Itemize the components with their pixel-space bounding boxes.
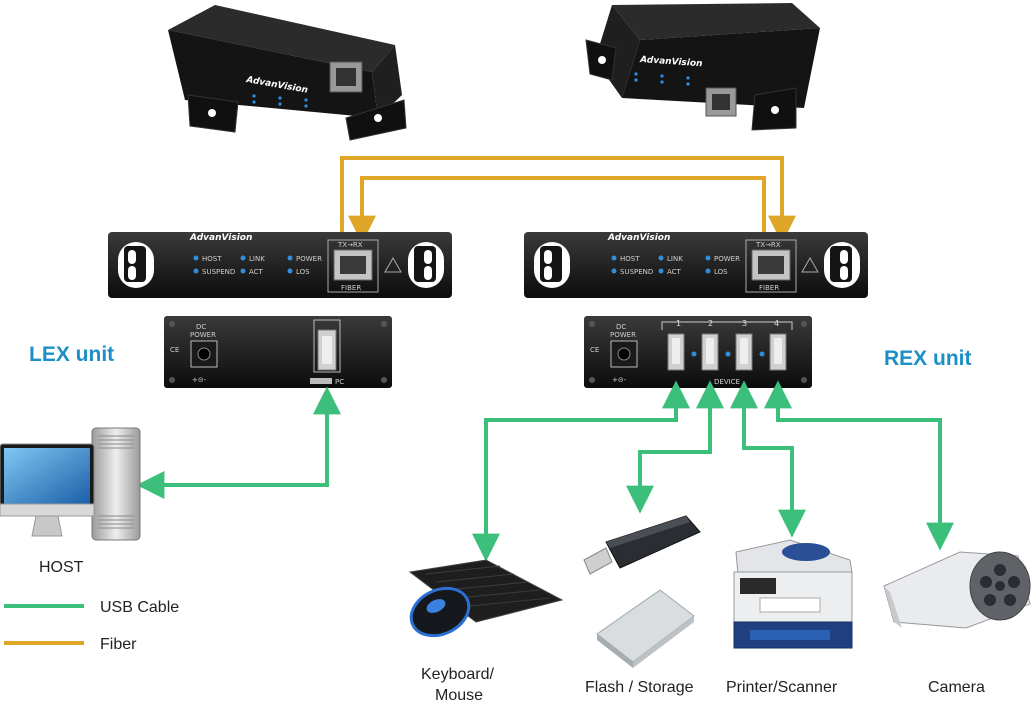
rex-led-link: LINK bbox=[667, 255, 683, 263]
lex-dc-label: DC bbox=[196, 323, 206, 331]
svg-text:AdvanVision: AdvanVision bbox=[639, 55, 703, 69]
rex-unit-iso: AdvanVision bbox=[585, 3, 820, 131]
lex-led-host: HOST bbox=[202, 255, 222, 263]
rex-led-los: LOS bbox=[714, 268, 728, 276]
rex-device-label: DEVICE bbox=[714, 378, 740, 386]
lex-led-power: POWER bbox=[296, 255, 322, 263]
camera-label: Camera bbox=[928, 679, 985, 696]
rex-unit-title: REX unit bbox=[884, 347, 972, 370]
host-computer-icon bbox=[0, 427, 141, 541]
lex-led-suspend: SUSPEND bbox=[202, 268, 235, 276]
usb-line-camera bbox=[764, 380, 954, 551]
fiber-line-inner bbox=[348, 176, 766, 244]
lex-unit-iso: AdvanVision bbox=[168, 5, 407, 141]
mouse-icon bbox=[409, 586, 471, 638]
usb-links bbox=[136, 380, 954, 562]
rex-ce-mark: CE bbox=[590, 346, 599, 354]
flash-drive-icon bbox=[583, 515, 701, 575]
rex-port-1-num: 1 bbox=[676, 319, 681, 328]
rex-front-panel: AdvanVision HOST SUSPEND LINK ACT POWER … bbox=[524, 232, 868, 298]
rex-fiber-label: FIBER bbox=[759, 284, 779, 292]
host-label: HOST bbox=[39, 559, 84, 576]
rex-led-act: ACT bbox=[667, 268, 682, 276]
rex-brand-label: AdvanVision bbox=[607, 233, 670, 243]
lex-led-los: LOS bbox=[296, 268, 310, 276]
lex-unit-title: LEX unit bbox=[29, 343, 114, 366]
flash-label: Flash / Storage bbox=[585, 679, 694, 696]
fiber-links bbox=[340, 156, 796, 244]
lex-led-act: ACT bbox=[249, 268, 264, 276]
rex-led-power: POWER bbox=[714, 255, 740, 263]
hard-drive-icon bbox=[596, 589, 695, 668]
fiber-line-outer bbox=[340, 156, 796, 244]
rex-polarity-mark: +⊝- bbox=[612, 376, 627, 384]
rex-back-panel: DC POWER CE +⊝- 1 2 3 4 DEVICE bbox=[584, 316, 812, 388]
keyboard-label-line1: Keyboard/ bbox=[421, 666, 494, 683]
rex-power-label: POWER bbox=[610, 331, 636, 339]
rex-led-host: HOST bbox=[620, 255, 640, 263]
rex-dc-label: DC bbox=[616, 323, 626, 331]
lex-pc-label: PC bbox=[335, 378, 344, 386]
printer-label: Printer/Scanner bbox=[726, 679, 838, 696]
legend: USB Cable Fiber bbox=[4, 599, 179, 653]
rex-led-suspend: SUSPEND bbox=[620, 268, 653, 276]
lex-polarity-mark: +⊝- bbox=[192, 376, 207, 384]
usb-line-printer bbox=[730, 380, 806, 538]
rex-port-4-num: 4 bbox=[774, 319, 779, 328]
legend-usb-label: USB Cable bbox=[100, 599, 179, 616]
lex-ce-mark: CE bbox=[170, 346, 179, 354]
printer-icon bbox=[733, 539, 853, 649]
lex-led-link: LINK bbox=[249, 255, 265, 263]
lex-fiber-label: FIBER bbox=[341, 284, 361, 292]
lex-back-panel: DC POWER CE +⊝- PC bbox=[164, 316, 392, 388]
camera-icon bbox=[883, 551, 1031, 629]
legend-fiber-label: Fiber bbox=[100, 636, 137, 653]
usb-line-host bbox=[136, 386, 341, 499]
lex-txrx-label: TX→RX bbox=[337, 241, 363, 249]
keyboard-label-line2: Mouse bbox=[435, 687, 483, 704]
lex-front-panel: AdvanVision HOST SUSPEND LINK ACT POWER … bbox=[108, 232, 452, 298]
rex-port-2-num: 2 bbox=[708, 319, 713, 328]
lex-brand-label: AdvanVision bbox=[189, 233, 252, 243]
usb-line-flash bbox=[626, 380, 724, 514]
rex-txrx-label: TX→RX bbox=[755, 241, 781, 249]
rex-usb-ports bbox=[667, 333, 787, 371]
rex-port-3-num: 3 bbox=[742, 319, 747, 328]
lex-power-label: POWER bbox=[190, 331, 216, 339]
